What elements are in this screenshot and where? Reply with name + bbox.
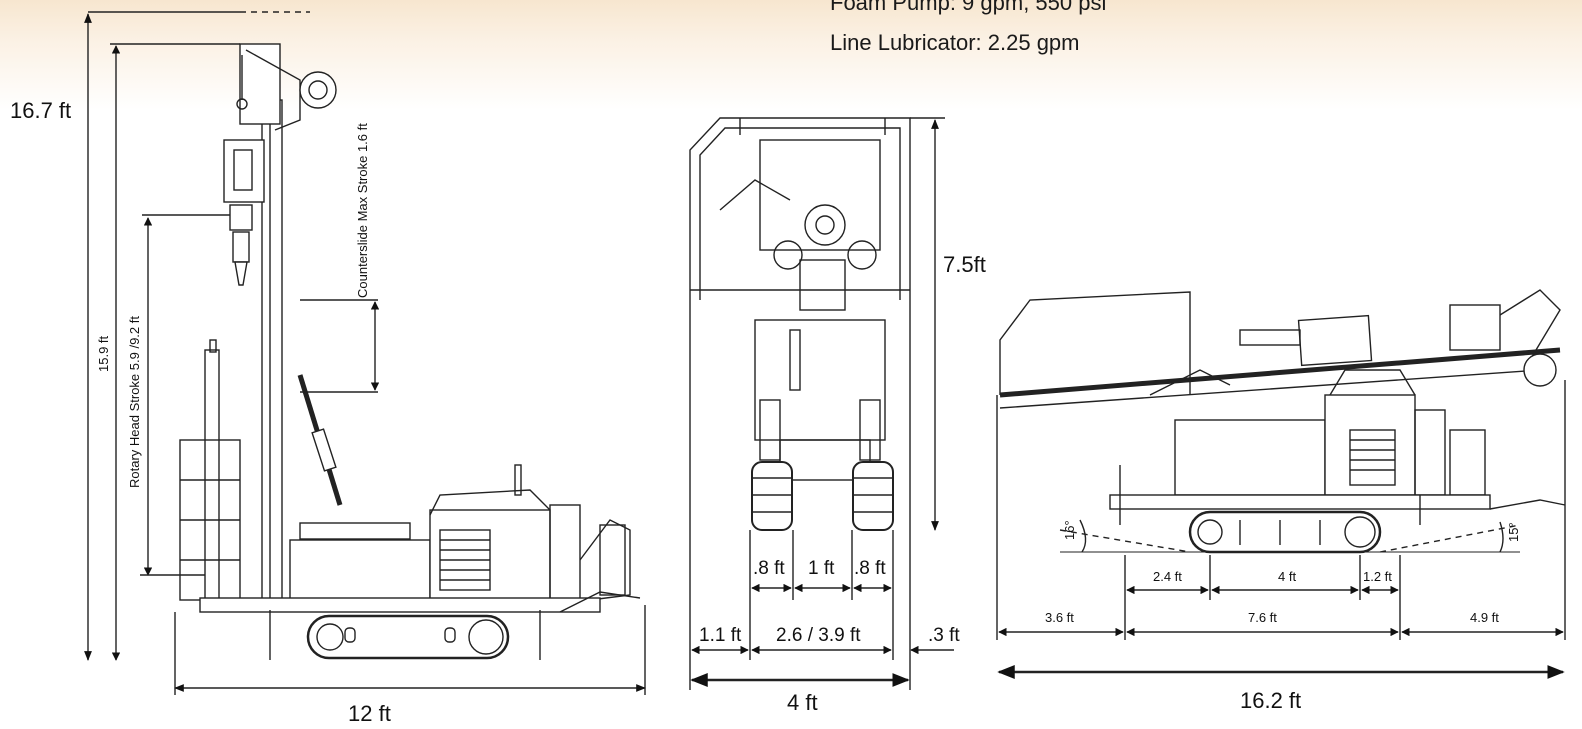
dim-4-label: 4 ft [1278, 569, 1297, 584]
side-length-label: 12 ft [348, 701, 391, 726]
rotary-head-stroke-label: Rotary Head Stroke 5.9 /9.2 ft [127, 316, 142, 488]
track-right-label: .8 ft [854, 558, 886, 579]
approach-angle-label: 16° [1062, 520, 1077, 540]
mast-height-label: 15.9 ft [96, 335, 111, 372]
front-view-drill-drawing [689, 117, 954, 690]
counterslide-stroke-label: Counterslide Max Stroke 1.6 ft [355, 123, 370, 298]
track-gap-label: 1 ft [808, 558, 835, 579]
left-offset-label: 1.1 ft [699, 625, 742, 646]
overall-height-label: 16.7 ft [10, 98, 72, 123]
right-offset-label: .3 ft [928, 625, 960, 646]
side-view-drill-drawing [84, 11, 646, 695]
spec-line-lubricator: Line Lubricator: 2.25 gpm [830, 30, 1080, 55]
dim-2-4-label: 2.4 ft [1153, 569, 1182, 584]
front-height-label: 7.5ft [943, 252, 986, 277]
dim-3-6-label: 3.6 ft [1045, 610, 1074, 625]
transport-view-drill-drawing [996, 289, 1566, 679]
dim-4-9-label: 4.9 ft [1470, 610, 1499, 625]
front-width-label: 4 ft [787, 690, 818, 715]
dim-1-2-label: 1.2 ft [1363, 569, 1392, 584]
dim-7-6-label: 7.6 ft [1248, 610, 1277, 625]
departure-angle-label: 15° [1506, 522, 1521, 542]
transport-length-label: 16.2 ft [1240, 688, 1302, 713]
track-width-label: 2.6 / 3.9 ft [776, 625, 861, 646]
track-left-label: .8 ft [753, 558, 785, 579]
spec-foam-pump: Foam Pump: 9 gpm, 550 psi [830, 0, 1107, 15]
